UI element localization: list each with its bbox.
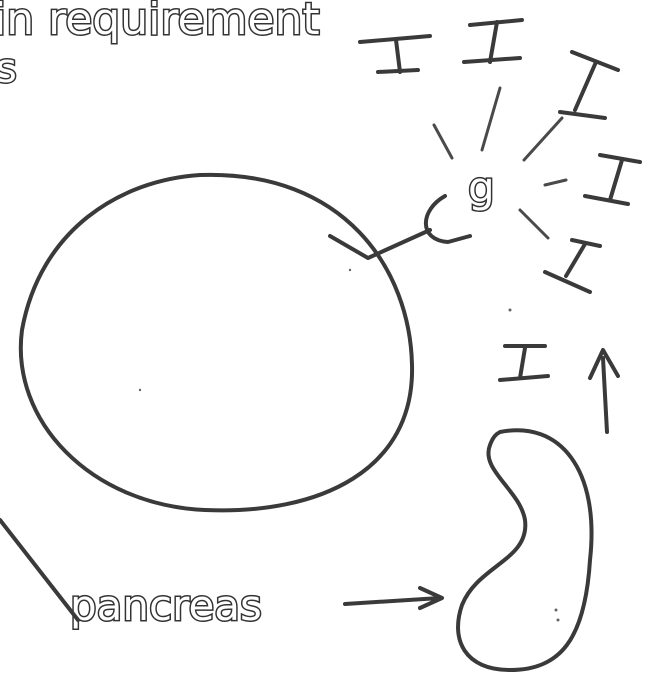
ray-line-4 [545,180,566,185]
ray-line-5 [520,210,548,238]
speck [139,389,141,391]
up-arrow [590,350,618,432]
ray-line-1 [434,125,452,158]
cell-outline [21,175,412,511]
glucose-symbol: g [468,163,495,212]
pancreas-label: pancreas [70,581,262,630]
insulin-symbol-6 [500,346,548,380]
speck [349,269,351,271]
label-arrow [345,588,442,608]
insulin-symbol-3 [560,52,618,118]
top-heading-fragment: s [0,46,17,92]
insulin-symbol-5 [545,240,600,292]
pancreas-outline [458,430,591,670]
speck [555,609,558,612]
ray-line-2 [482,88,500,150]
receptor-stalk [330,230,430,258]
insulin-symbol-2 [464,20,522,62]
speck [557,619,560,622]
receptor-cup [426,196,470,242]
top-heading-text: in requirement [0,0,320,45]
insulin-symbol-1 [360,36,430,72]
insulin-symbol-4 [585,155,640,204]
ray-line-3 [524,118,562,160]
speck [509,309,512,312]
left-diagonal-stroke [0,520,78,620]
